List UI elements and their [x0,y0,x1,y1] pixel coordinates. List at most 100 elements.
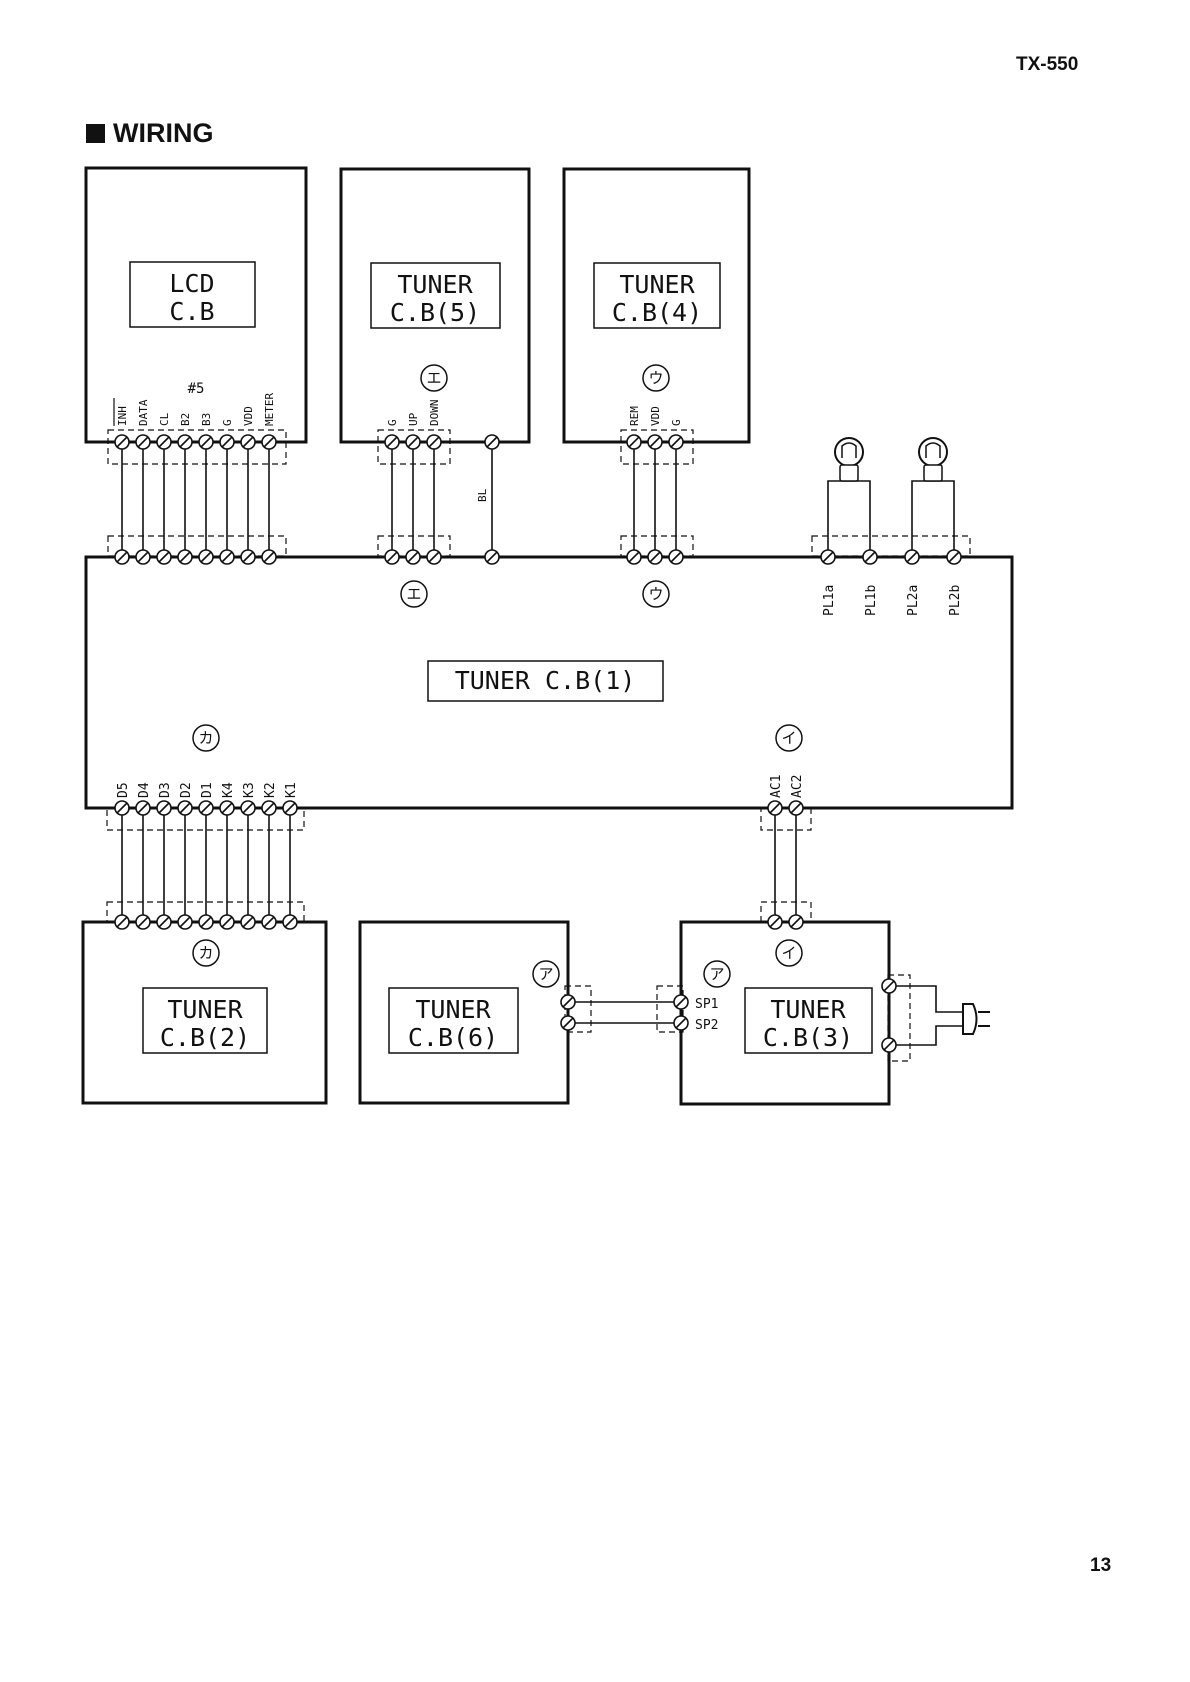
terminal [427,550,441,564]
terminal [905,550,919,564]
terminal [821,550,835,564]
pin-label: SP2 [695,1018,718,1033]
cb4-label-line2: C.B(4) [612,298,702,327]
terminal [669,435,683,449]
terminal [385,550,399,564]
pin-label: AC2 [790,775,805,798]
pin-label: DOWN [428,400,441,427]
connector-ka-id: カ [198,944,213,962]
power-plug-icon [963,1004,990,1034]
terminal [768,801,782,815]
terminal [283,915,297,929]
terminal [157,801,171,815]
terminal [627,435,641,449]
pin-label: VDD [242,406,255,426]
lcd-pin-labels: INH DATA CL B2 B3 G VDD METER [114,393,276,426]
cb6-label-line2: C.B(6) [408,1023,498,1052]
terminal [115,801,129,815]
cb3-label: TUNER C.B(3) [745,988,872,1053]
terminal [178,915,192,929]
pilot-lamp-1-icon [835,438,863,481]
terminal [178,435,192,449]
terminal [262,801,276,815]
terminal [115,435,129,449]
connector-ka-id: カ [198,729,213,747]
terminal [136,915,150,929]
terminal [882,979,896,993]
pin-label: K3 [242,782,257,798]
terminal [768,915,782,929]
connector-a-id: ア [709,965,724,983]
ac-pin-labels: AC1 AC2 [769,775,805,798]
terminal [199,435,213,449]
terminals [115,435,961,1052]
terminal [241,435,255,449]
terminal [178,550,192,564]
terminal [427,435,441,449]
pin-label: B2 [179,413,192,426]
ka-pin-labels: D5 D4 D3 D2 D1 K4 K3 K2 K1 [116,782,299,798]
terminal [648,435,662,449]
terminal [136,550,150,564]
cb6-label: TUNER C.B(6) [389,988,518,1053]
pin-label: PL1a [822,585,837,616]
cb3-label-line1: TUNER [770,995,846,1024]
terminal [199,550,213,564]
terminal [136,801,150,815]
terminal [283,801,297,815]
pilot-pin-labels: PL1a PL1b PL2a PL2b [822,585,963,616]
cb4-label-line1: TUNER [619,270,695,299]
cb1-label: TUNER C.B(1) [428,661,663,701]
pin-label: PL1b [864,585,879,616]
cb1-label-text: TUNER C.B(1) [455,666,636,695]
sp-pin-labels: SP1 SP2 [695,997,718,1033]
terminal [485,550,499,564]
pin-label: INH [116,406,129,426]
pin-label: PL2b [948,585,963,616]
bl-wire-label: BL [476,488,489,502]
pin-label: REM [628,406,641,426]
terminal [157,435,171,449]
pin-label: G [670,419,683,426]
terminal [262,915,276,929]
pin-label: DATA [137,399,150,426]
terminal [157,550,171,564]
lcd-label-line2: C.B [169,297,214,326]
terminal [669,550,683,564]
pin-label: D1 [200,782,215,798]
cb5-pin-labels: G UP DOWN [386,400,441,427]
terminal [178,801,192,815]
cb5-label: TUNER C.B(5) [371,263,500,328]
pin-label: K2 [263,782,278,798]
cb3-label-line2: C.B(3) [763,1023,853,1052]
connector-e-id: エ [426,369,441,387]
terminal [241,801,255,815]
pin-label: K4 [221,782,236,798]
terminal [385,435,399,449]
terminal [136,435,150,449]
cb2-label-line2: C.B(2) [160,1023,250,1052]
terminal [674,995,688,1009]
cb5-label-line2: C.B(5) [390,298,480,327]
terminal [789,915,803,929]
terminal [262,550,276,564]
terminal [241,550,255,564]
pin-label: D3 [158,782,173,798]
terminal [485,435,499,449]
terminal [115,915,129,929]
connector-u-id: ウ [648,585,663,603]
terminal [406,550,420,564]
pin-label: METER [263,393,276,426]
pin-label: D2 [179,782,194,798]
lcd-label: LCD C.B [130,262,255,327]
terminal [561,995,575,1009]
pin-label: G [386,419,399,426]
terminal [199,915,213,929]
pilot-lamp-2-icon [919,438,947,481]
wires [122,442,963,1045]
terminal [241,915,255,929]
connector-i-id: イ [781,944,796,962]
pin-label: AC1 [769,775,784,798]
terminal [220,435,234,449]
